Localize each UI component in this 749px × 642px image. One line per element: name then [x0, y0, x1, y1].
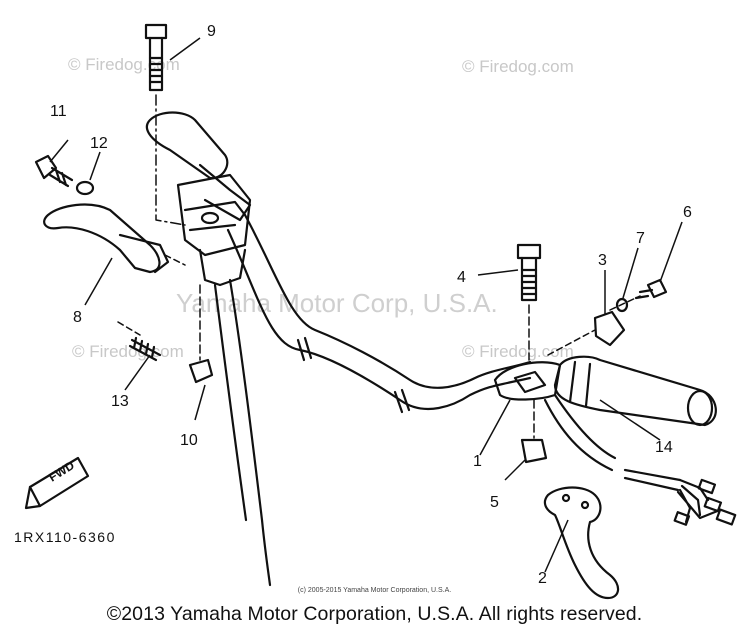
callout-6: 6 [683, 204, 692, 221]
handlebar-tube-upper [226, 228, 532, 410]
screw-6 [646, 278, 668, 299]
throttle-housing-1 [493, 361, 562, 401]
callout-13: 13 [111, 393, 129, 410]
watermark-center: Yamaha Motor Corp, U.S.A. [176, 288, 498, 318]
nut-5 [520, 438, 548, 464]
lever-holder [176, 173, 252, 257]
callout-10: 10 [180, 432, 198, 449]
callout-3: 3 [598, 252, 607, 269]
cable-left [228, 278, 272, 587]
nut-10 [188, 358, 214, 384]
nut-12 [75, 180, 95, 196]
callout-11: 11 [50, 103, 67, 120]
bolt-11 [34, 154, 58, 180]
bolt-4 [516, 243, 542, 260]
handlebar-tube-lower [243, 213, 532, 389]
clutch-lever-8 [43, 203, 161, 274]
part-code: 1RX110-6360 [14, 529, 116, 545]
fwd-arrow [28, 456, 90, 508]
callout-5: 5 [490, 494, 499, 511]
callout-1: 1 [473, 453, 482, 470]
washer-7 [615, 297, 629, 313]
callout-9: 9 [207, 23, 216, 40]
callout-8: 8 [73, 309, 82, 326]
copyright-footer: ©2013 Yamaha Motor Corporation, U.S.A. A… [106, 603, 643, 625]
watermark-top-right: © Firedog.com [462, 57, 574, 76]
right-grip-14 [553, 355, 717, 427]
adjuster-13 [128, 336, 162, 362]
bolt-9 [144, 23, 168, 40]
copyright-small: (c) 2005-2015 Yamaha Motor Corporation, … [297, 587, 452, 594]
brake-lever-2 [543, 486, 620, 600]
callout-14: 14 [655, 439, 673, 456]
callout-4: 4 [457, 269, 466, 286]
watermark-mid-left: © Firedog.com [72, 342, 184, 361]
watermark-mid-right: © Firedog.com [462, 342, 574, 361]
left-grip [145, 111, 229, 180]
callout-12: 12 [90, 135, 108, 152]
holder-3 [593, 310, 626, 347]
callout-2: 2 [538, 570, 547, 587]
wire-harness [623, 468, 682, 492]
callout-7: 7 [636, 230, 645, 247]
